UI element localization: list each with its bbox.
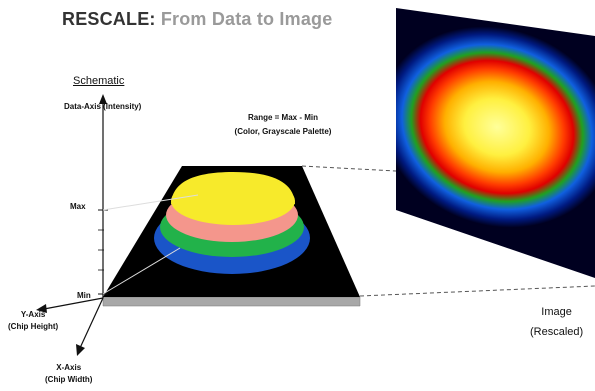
title-subtitle: From Data to Image [160,9,333,29]
schematic-label: Schematic [73,75,125,87]
max-leader-line [102,194,199,211]
page-title: RESCALE: From Data to Image [62,9,332,30]
range-label: Range = Max - Min (Color, Grayscale Pale… [208,111,358,139]
heatmap-blob [396,26,595,228]
projection-line-top [301,165,397,172]
min-leader-line [102,247,181,295]
y-axis-label-line1: Y-Axis [20,310,46,319]
x-axis-line [79,297,104,349]
projection-line-bottom [359,285,595,297]
y-axis-label: Y-Axis (Chip Height) [8,309,58,333]
min-label: Min [77,291,91,300]
max-label: Max [70,202,86,211]
image-label: Image (Rescaled) [530,302,583,342]
layer-yellow-top [171,172,295,204]
x-axis-label-line2: (Chip Width) [45,375,93,384]
x-axis-label-line1: X-Axis [56,363,82,372]
title-main: RESCALE: [62,9,156,29]
range-label-line2: (Color, Grayscale Palette) [234,127,332,136]
range-label-line1: Range = Max - Min [247,113,318,122]
y-axis-arrow [36,304,47,313]
chip-edge [102,296,361,307]
image-label-line1: Image [541,306,572,318]
x-axis-arrow [76,344,85,356]
x-axis-label: X-Axis (Chip Width) [45,362,92,386]
data-axis-label: Data-Axis (Intensity) [64,102,142,111]
image-label-line2: (Rescaled) [530,326,584,338]
rescaled-image [396,8,595,278]
axes [36,94,108,356]
y-axis-label-line2: (Chip Height) [8,322,59,331]
data-axis-arrow [99,94,107,104]
intensity-dome [154,172,310,274]
y-axis-line [43,297,104,310]
